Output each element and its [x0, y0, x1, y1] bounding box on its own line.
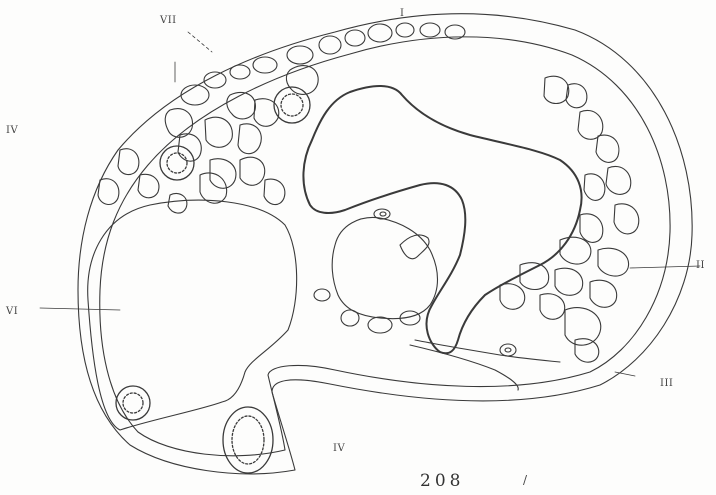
large-vacuole	[88, 200, 297, 430]
duct-lower	[410, 345, 518, 390]
label-vii: VII	[160, 15, 177, 26]
follicles-right	[500, 76, 639, 362]
central-loop	[332, 217, 437, 318]
crenated-glands	[116, 87, 310, 473]
label-ii: II	[696, 260, 705, 271]
label-vi: VI	[6, 306, 18, 317]
inner-cavity	[303, 86, 581, 353]
figure-number: 208	[420, 471, 464, 491]
label-iv-left: IV	[6, 125, 18, 136]
follicles-top	[181, 23, 465, 126]
bottom-mark: /	[523, 473, 528, 487]
follicles-centre	[314, 209, 516, 356]
label-iv-bottom: IV	[333, 443, 345, 454]
label-i: I	[400, 8, 404, 19]
follicles-left	[98, 109, 285, 213]
duct	[415, 340, 560, 362]
central-fold	[400, 235, 429, 259]
outer-wall	[78, 14, 692, 474]
label-iii: III	[660, 378, 673, 389]
